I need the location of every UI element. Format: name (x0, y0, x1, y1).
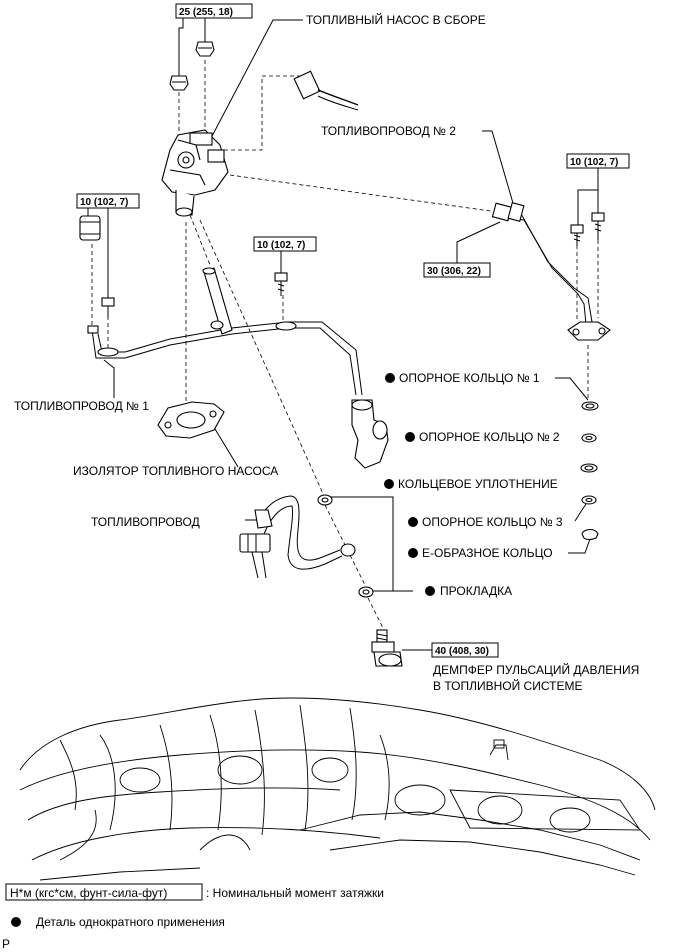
svg-text:40 (408, 30): 40 (408, 30) (435, 646, 489, 657)
label-gasket: ПРОКЛАДКА (440, 584, 512, 598)
label-e-ring: Е-ОБРАЗНОЕ КОЛЬЦО (422, 546, 553, 560)
label-pulsation-damper-line1: ДЕМПФЕР ПУЛЬСАЦИЙ ДАВЛЕНИЯ (433, 662, 639, 677)
backup-ring-no3 (581, 495, 597, 505)
pipe2-bolt-right (591, 212, 605, 240)
pipe1-union-bolt (79, 215, 101, 241)
torque-box-10-right: 10 (102, 7) (566, 153, 630, 169)
alignment-dashed-lines (91, 60, 599, 629)
fuel-pump-assembly (161, 129, 229, 217)
e-ring (581, 528, 599, 541)
label-o-ring: КОЛЬЦЕВОЕ УПЛОТНЕНИЕ (398, 477, 558, 491)
corner-code: P (2, 937, 10, 951)
legend-torque-description: : Номинальный момент затяжки (206, 886, 384, 900)
label-backup-ring-no2: ОПОРНОЕ КОЛЬЦО № 2 (419, 430, 560, 444)
pipe1-small-nut (87, 325, 99, 334)
svg-text:30 (306, 22): 30 (306, 22) (427, 266, 481, 277)
svg-text:25 (255, 18): 25 (255, 18) (179, 7, 233, 18)
gasket-upper (317, 494, 333, 506)
pump-bolt-front (169, 75, 189, 91)
torque-box-10-mid: 10 (102, 7) (253, 236, 317, 252)
backup-ring-no1 (581, 401, 599, 411)
pipe2-bolt-left (570, 224, 584, 246)
legend-nonreusable-text: Деталь однократного применения (36, 915, 225, 929)
fuel-pipe-no2 (491, 202, 611, 341)
backup-ring-no2 (581, 433, 597, 443)
label-backup-ring-no1: ОПОРНОЕ КОЛЬЦО № 1 (399, 371, 540, 385)
gasket-lower (358, 586, 374, 598)
engine-outline-sketch (19, 697, 656, 881)
svg-text:10 (102, 7): 10 (102, 7) (570, 157, 618, 168)
o-ring (580, 463, 598, 473)
torque-box-30: 30 (306, 22) (423, 262, 491, 278)
leader-lines (87, 18, 599, 651)
pump-bolt-rear (195, 41, 215, 57)
label-backup-ring-no3: ОПОРНОЕ КОЛЬЦО № 3 (422, 515, 563, 529)
torque-box-10-left: 10 (102, 7) (76, 193, 140, 209)
pipe1-bolt-mid (274, 272, 288, 296)
label-fuel-pipe-no1: ТОПЛИВОПРОВОД № 1 (14, 399, 149, 413)
torque-box-40: 40 (408, 30) (431, 642, 499, 658)
torque-box-25: 25 (255, 18) (175, 3, 253, 19)
label-fuel-pump-insulator: ИЗОЛЯТОР ТОПЛИВНОГО НАСОСА (73, 464, 278, 478)
label-fuel-line: ТОПЛИВОПРОВОД (91, 515, 200, 529)
fuel-line (239, 495, 356, 579)
fuel-pipe-no1 (91, 321, 389, 469)
nonreusable-markers (384, 373, 435, 596)
label-fuel-pump-assy: ТОПЛИВНЫЙ НАСОС В СБОРЕ (306, 12, 486, 27)
legend-nonreusable: Деталь однократного применения (11, 915, 225, 929)
svg-text:10 (102, 7): 10 (102, 7) (257, 240, 305, 251)
pipe1-bolt-left (101, 297, 115, 318)
legend-torque: Н*м (кгс*см, фунт-сила-фут) : Номинальны… (5, 883, 384, 901)
label-pulsation-damper-line2: В ТОПЛИВНОЙ СИСТЕМЕ (433, 678, 582, 693)
label-fuel-pipe-no2: ТОПЛИВОПРОВОД № 2 (321, 124, 456, 138)
legend-torque-units: Н*м (кгс*см, фунт-сила-фут) (10, 886, 167, 900)
fuel-pressure-pulsation-damper (371, 629, 403, 667)
svg-text:10 (102, 7): 10 (102, 7) (80, 197, 128, 208)
pump-lifter-rod (202, 267, 233, 335)
pump-connector-hose (293, 70, 359, 111)
fuel-pump-insulator (157, 401, 225, 439)
